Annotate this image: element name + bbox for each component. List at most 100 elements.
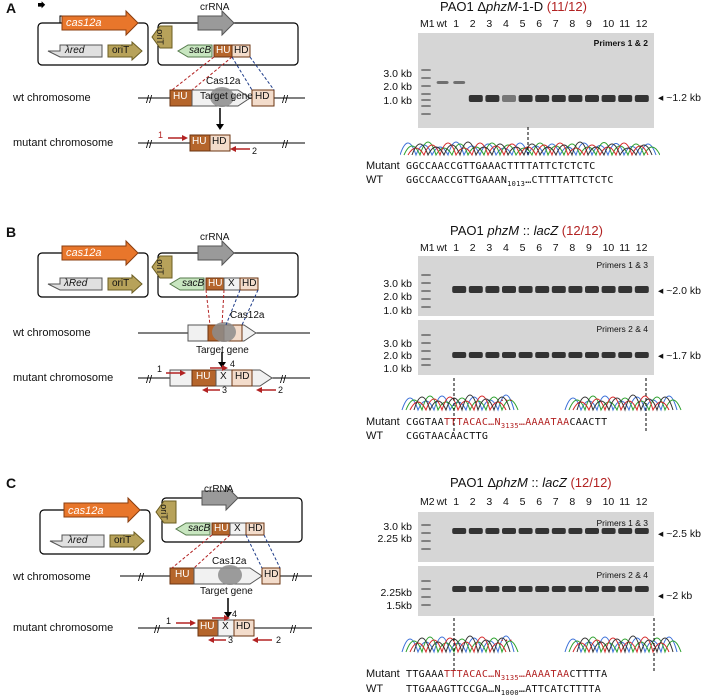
gel-band: [421, 99, 431, 101]
chromatogram-a: [400, 127, 660, 157]
gel-band: [502, 286, 516, 293]
svg-text://: //: [154, 624, 161, 636]
product-size-a: ◂ ~1.2 kb: [658, 92, 701, 104]
lane-label: 2: [469, 496, 476, 508]
cas12a-label-a: cas12a: [66, 17, 102, 29]
gel-band: [421, 69, 431, 71]
gel-band: [421, 105, 431, 107]
wt-hu-label-c: HU: [175, 569, 190, 580]
gel-band: [421, 532, 431, 534]
hd-box: [231, 44, 251, 58]
gel-band: [453, 81, 466, 84]
gel-band: [618, 95, 633, 102]
lane-label: 9: [586, 496, 592, 508]
lane-label: 4: [503, 496, 509, 508]
gel-band: [518, 95, 533, 102]
ellipsis-c: ···: [500, 632, 513, 647]
cas12a-label-b: cas12a: [66, 247, 102, 259]
lambda-red-label-c: λred: [68, 535, 88, 546]
lane-label: 8: [569, 242, 576, 254]
primer-3-label-b: 3: [222, 385, 228, 395]
gel-band: [634, 586, 649, 592]
marker-225kb-c-top: 2.25 kb: [377, 533, 412, 545]
svg-text://: //: [282, 139, 289, 151]
orit2-label-c: oriT: [158, 504, 169, 520]
marker-2kb-b-top: 2.0 kb: [383, 291, 412, 303]
marker-1kb-a: 1.0 kb: [383, 95, 412, 107]
gel-band: [421, 524, 431, 526]
gel-band: [421, 85, 431, 87]
gel-band: [618, 586, 633, 592]
gel-band: [551, 352, 566, 358]
mut-hd-label-b: HD: [235, 371, 250, 382]
orit2-label-a: oriT: [154, 29, 165, 45]
primer-2-label-a: 2: [252, 146, 258, 156]
gel-band: [568, 95, 583, 102]
gel-band: [421, 290, 431, 292]
lane-label: 10: [602, 18, 615, 30]
gel-band: [502, 586, 516, 592]
gel-band: [421, 364, 431, 366]
gel-band: [468, 528, 483, 534]
gel-title-a: PAO1 ΔphzM-1-D (11/12): [440, 0, 587, 14]
orit-label-a: oriT: [112, 45, 130, 56]
svg-text://: //: [146, 94, 153, 106]
lane-label: 4: [503, 242, 509, 254]
wt-chromosome-label-a: wt chromosome: [13, 92, 91, 104]
lane-label: 8: [569, 496, 576, 508]
seq-mutant-a: GGCCAACCGTTGAAACTTTTATTCTCTCTC: [406, 161, 596, 172]
gel-band: [618, 528, 633, 534]
gel-band: [421, 596, 431, 598]
chromatogram-b: [401, 378, 682, 433]
marker-3kb-c-top: 3.0 kb: [383, 521, 412, 533]
gel-band: [421, 274, 431, 276]
gel-band: [568, 352, 583, 358]
gel-bands-b-top: [421, 274, 649, 308]
gel-band: [421, 342, 431, 344]
lane-label: M1: [420, 242, 435, 254]
gel-band: [468, 95, 483, 102]
gel-band: [421, 306, 431, 308]
gel-band: [585, 586, 599, 592]
lane-label: 6: [536, 242, 543, 254]
cas12a-protein-label-b: Cas12a: [230, 310, 265, 321]
gel-band: [485, 528, 500, 534]
marker-3kb-a: 3.0 kb: [383, 68, 412, 80]
primers-bottom-label-c: Primers 2 & 4: [596, 570, 649, 580]
gel-band: [518, 286, 533, 293]
primer-2-label-c: 2: [276, 635, 282, 645]
lane-label: 1: [453, 242, 460, 254]
gel-band: [535, 286, 550, 293]
primer-1-label-b: 1: [157, 364, 163, 374]
gel-band: [485, 586, 500, 592]
seq-wt-a: GGCCAACCGTTGAAAN1013…CTTTTATTCTCTC: [406, 175, 614, 188]
gel-band: [502, 352, 516, 358]
lane-label: 3: [486, 18, 493, 30]
primers-bottom-label-b: Primers 2 & 4: [596, 324, 649, 334]
gel-title-b: PAO1 phzM :: lacZ (12/12): [450, 223, 603, 238]
schematic-b: // //: [37, 239, 310, 393]
lane-label: M1: [420, 18, 435, 30]
gel-band: [452, 586, 467, 592]
primer-2-label-b: 2: [278, 385, 284, 395]
lane-label: wt: [436, 18, 448, 30]
svg-text://: //: [146, 139, 153, 151]
gel-image-c-top: Primers 1 & 3: [418, 512, 654, 562]
lane-label: wt: [436, 242, 448, 254]
product-top-b: ◂ ~2.0 kb: [658, 285, 701, 297]
gel-band: [568, 286, 583, 293]
gel-band: [518, 528, 533, 534]
orit-label-c: oriT: [114, 535, 132, 546]
marker-15kb-c-bottom: 1.5kb: [386, 600, 412, 612]
mutant-chromosome-label-b: mutant chromosome: [13, 372, 114, 384]
hu-label-a: HU: [216, 45, 231, 56]
gel-image-a: Primers 1 & 2: [418, 33, 654, 128]
seq-wt-label-a: WT: [366, 174, 384, 186]
gel-band: [634, 286, 649, 293]
mutant-chromosome-label-a: mutant chromosome: [13, 137, 114, 149]
product-top-c: ◂ ~2.5 kb: [658, 528, 701, 540]
lane-label: 8: [569, 18, 576, 30]
lane-label: 10: [602, 496, 615, 508]
marker-2kb-b-bottom: 2.0 kb: [383, 350, 412, 362]
crrna-label-a: crRNA: [200, 2, 230, 13]
